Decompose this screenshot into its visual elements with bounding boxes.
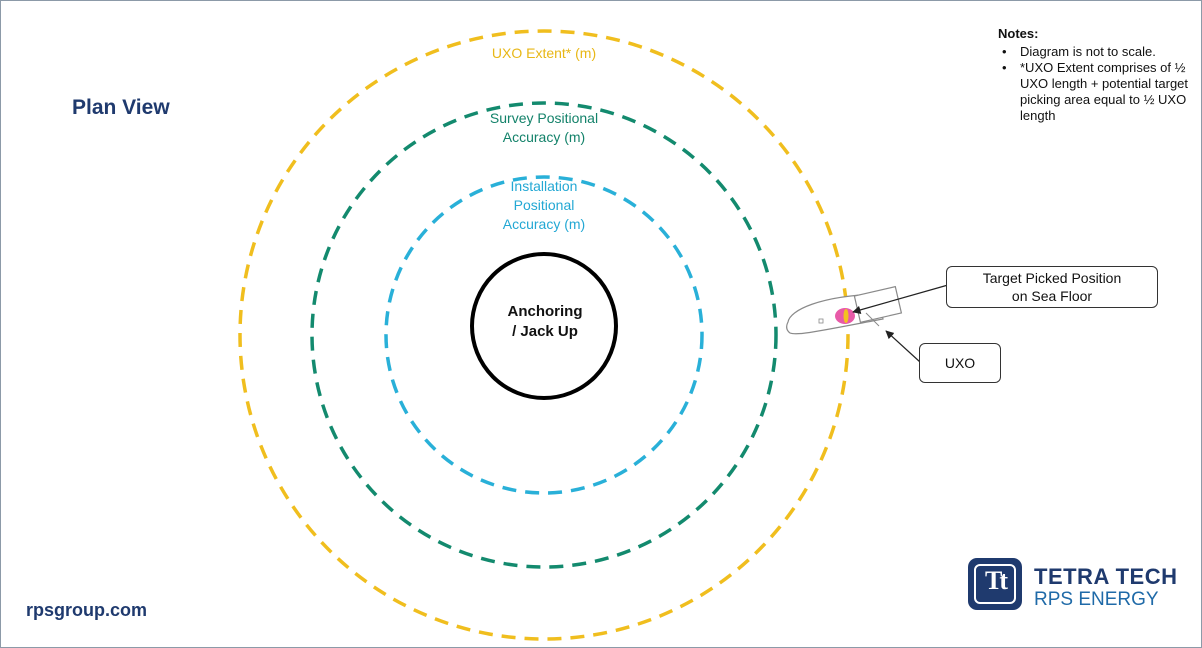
survey-accuracy-label: Survey Positional Accuracy (m) (454, 109, 634, 147)
uxo-extent-ring (238, 29, 850, 641)
note-item: *UXO Extent comprises of ½ UXO length + … (998, 60, 1194, 124)
note-item: Diagram is not to scale. (998, 44, 1194, 60)
anchoring-label-line2: / Jack Up (512, 323, 578, 340)
target-callout-arrow (852, 284, 949, 314)
target-callout-line1: Target Picked Position (982, 270, 1122, 286)
target-picked-marker-center (843, 309, 849, 323)
survey-accuracy-ring (310, 101, 778, 569)
anchoring-label-line1: Anchoring (507, 303, 583, 320)
notes-list: Diagram is not to scale. *UXO Extent com… (998, 44, 1194, 124)
target-callout-line2: on Sea Floor (1011, 288, 1093, 304)
installation-label-line1: Installation (510, 178, 578, 194)
uxo-detail-mark (818, 318, 824, 324)
installation-accuracy-ring (384, 175, 704, 495)
logo-line1: TETRA TECH (1034, 564, 1178, 589)
installation-label-line2: Positional (513, 197, 575, 213)
tetra-tech-logo: Tt TETRA TECH RPS ENERGY (968, 556, 1192, 614)
notes-panel: Notes: Diagram is not to scale. *UXO Ext… (998, 26, 1194, 124)
logo-mark-text: Tt (985, 566, 1008, 595)
survey-label-line2: Accuracy (m) (502, 129, 586, 145)
notes-heading: Notes: (998, 26, 1039, 41)
uxo-tail-line (865, 312, 880, 327)
uxo-extent-label-text: UXO Extent* (m) (491, 45, 597, 61)
target-picked-callout: Target Picked Position on Sea Floor (946, 266, 1158, 308)
installation-label-line3: Accuracy (m) (502, 216, 586, 232)
uxo-callout: UXO (919, 343, 1001, 383)
logo-mark-icon: Tt (968, 558, 1022, 610)
survey-label-line1: Survey Positional (489, 110, 599, 126)
installation-accuracy-label: Installation Positional Accuracy (m) (464, 177, 624, 234)
anchoring-label: Anchoring / Jack Up (470, 302, 620, 342)
logo-mark-border (974, 564, 1016, 604)
plan-view-title: Plan View (72, 96, 170, 119)
anchoring-circle (470, 252, 618, 400)
uxo-callout-label: UXO (944, 355, 976, 371)
uxo-callout-arrow (885, 330, 921, 363)
uxo-extent-label: UXO Extent* (m) (444, 44, 644, 63)
website-link[interactable]: rpsgroup.com (26, 600, 148, 620)
logo-line2: RPS ENERGY (1034, 589, 1159, 610)
